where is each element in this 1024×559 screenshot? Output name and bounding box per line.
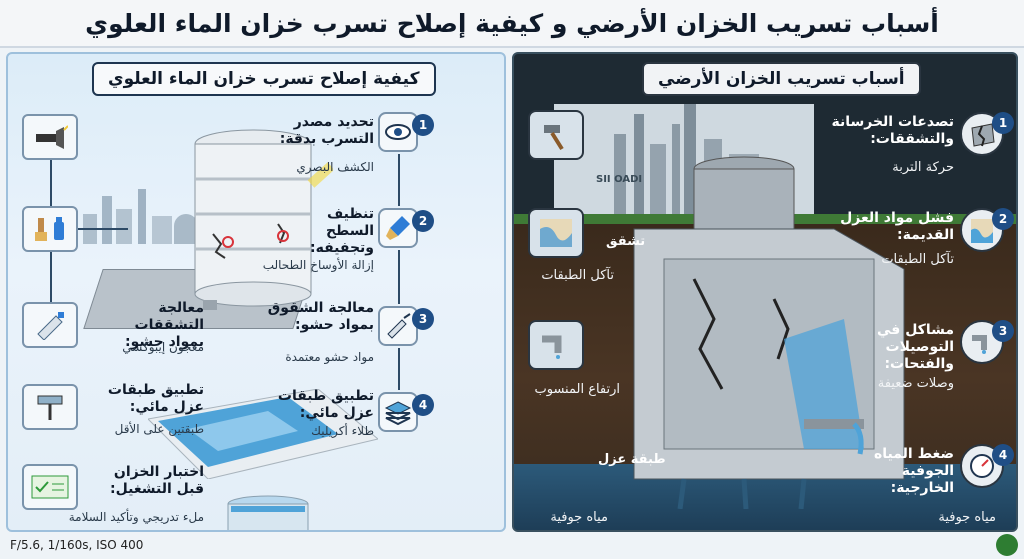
cause-2-title: فشل مواد العزل القديمة:: [826, 210, 954, 244]
label-layers-erosion: تآكل الطبقات: [541, 268, 614, 283]
step-1-number: 1: [412, 114, 434, 136]
city-sign-label: SII OADI: [596, 174, 643, 185]
tube-icon: [22, 302, 78, 348]
step-3-line1: معالجة الشقوق: [267, 300, 374, 316]
side-item-2-line1: تطبيق طبقات: [107, 382, 204, 398]
rooftop-tank-illustration: [194, 129, 333, 310]
left-panel: كيفية إصلاح تسرب خزان الماء العلوي: [6, 52, 506, 532]
eye-icon: [378, 112, 418, 152]
cause-2-line1: فشل مواد العزل: [840, 210, 954, 226]
underground-tank-illustration: [633, 156, 905, 509]
cause-4-title: ضغط المياه الجوفية الخارجية:: [826, 446, 954, 497]
side-item-3-title: اختبار الخزان قبل التشغيل:: [84, 464, 204, 498]
brush-icon: [378, 208, 418, 248]
step-2-detail: إزالة الأوساخ الطحالب: [262, 258, 374, 272]
title-bar: أسباب تسريب الخزان الأرضي و كيفية إصلاح …: [0, 0, 1024, 48]
side-item-3-line1: اختبار الخزان: [113, 464, 204, 480]
cause-4-number: 4: [992, 444, 1014, 466]
side-item-1-line2: بمواد حشو:: [125, 334, 204, 350]
pipe-leak-icon: [528, 320, 584, 370]
step-3-detail: مواد حشو معتمدة: [285, 350, 374, 364]
label-crack: تشقق: [606, 234, 646, 249]
camera-meta: F/5.6, 1/160s, ISO 400: [10, 538, 144, 552]
cause-1-number: 1: [992, 112, 1014, 134]
leaf-logo-icon: [996, 534, 1018, 556]
label-level-rise: ارتفاع المنسوب: [534, 382, 621, 397]
step-2-title: تنظيف السطح وتجفيفه:: [276, 206, 374, 257]
cause-3-number: 3: [992, 320, 1014, 342]
label-groundwater: مياه جوفية: [550, 510, 608, 525]
cause-1-detail: حركة التربة: [892, 160, 954, 175]
step-2-line1: تنظيف السطح: [325, 206, 374, 239]
step-4-detail: طلاء أكريليك: [311, 424, 374, 438]
step-4-line2: عزل مائي:: [299, 405, 374, 421]
cause-2-line2: القديمة:: [897, 227, 954, 243]
hammer-icon: [528, 110, 584, 160]
side-item-3-detail: ملء تدريجي وتأكيد السلامة: [68, 510, 204, 524]
step-1-title: تحديد مصدر التسرب بدقة:: [276, 114, 374, 148]
step-1-line2: التسرب بدقة:: [279, 131, 374, 147]
checklist-icon: [22, 464, 78, 510]
side-item-2-detail: طبقتين على الأقل: [114, 422, 204, 436]
connector-line: [78, 228, 128, 230]
side-item-3-line2: قبل التشغيل:: [110, 481, 204, 497]
paint-roller-icon: [22, 384, 78, 430]
connector-line: [398, 250, 400, 304]
cause-4-detail: مياه جوفية: [938, 510, 996, 525]
layers-icon: [378, 392, 418, 432]
left-panel-header: كيفية إصلاح تسرب خزان الماء العلوي: [92, 62, 436, 96]
step-4-line1: تطبيق طبقات: [277, 388, 374, 404]
step-4-title: تطبيق طبقات عزل مائي:: [266, 388, 374, 422]
connector-line: [50, 160, 52, 206]
cause-3-title: مشاكل في التوصيلات والفتحات:: [814, 322, 954, 373]
cause-2-detail: تآكل الطبقات: [881, 252, 954, 267]
cause-1-line1: تصدعات الخرسانة: [831, 114, 954, 130]
connector-line: [398, 348, 400, 390]
cause-2-number: 2: [992, 208, 1014, 230]
side-item-1-title: معالجة التشققات بمواد حشو:: [84, 300, 204, 351]
step-2-line2: وتجفيفه:: [309, 240, 374, 256]
step-3-title: معالجة الشقوق بمواد حشو:: [266, 300, 374, 334]
cause-1-title: تصدعات الخرسانة والتشققات:: [826, 114, 954, 148]
step-3-line2: بمواد حشو:: [295, 317, 374, 333]
side-item-1-line1: معالجة التشققات: [134, 300, 205, 333]
connector-line: [50, 252, 52, 302]
step-3-number: 3: [412, 308, 434, 330]
label-insulation-layer: طبقة عزل: [598, 452, 666, 467]
side-item-2-line2: عزل مائي:: [129, 399, 204, 415]
test-tank-illustration: [227, 495, 309, 530]
right-panel: SII OADI أسباب تسريب الخزان الأرضي 1 تصد…: [512, 52, 1018, 532]
step-1-detail: الكشف البصري: [296, 160, 374, 174]
side-item-1-detail: معجون إيبوكسي: [122, 340, 204, 354]
cleaning-brush-icon: [22, 206, 78, 252]
cause-4-line1: ضغط المياه الجوفية: [874, 446, 954, 479]
step-1-line1: تحديد مصدر: [293, 114, 374, 130]
erosion-icon: [528, 208, 584, 258]
cause-3-line2: والفتحات:: [884, 356, 954, 372]
syringe-icon: [378, 306, 418, 346]
right-panel-header: أسباب تسريب الخزان الأرضي: [642, 62, 921, 96]
cause-3-line1: مشاكل في التوصيلات: [876, 322, 954, 355]
city-silhouette: [83, 189, 198, 244]
connector-line: [398, 154, 400, 206]
waterproofed-floor-illustration: [148, 389, 378, 479]
side-item-2-title: تطبيق طبقات عزل مائي:: [84, 382, 204, 416]
cause-1-line2: والتشققات:: [870, 131, 954, 147]
flashlight-icon: [22, 114, 78, 160]
step-4-number: 4: [412, 394, 434, 416]
step-2-number: 2: [412, 210, 434, 232]
page-title: أسباب تسريب الخزان الأرضي و كيفية إصلاح …: [85, 8, 939, 38]
cause-4-line2: الخارجية:: [890, 480, 954, 496]
cause-3-detail: وصلات ضعيفة: [877, 376, 954, 391]
